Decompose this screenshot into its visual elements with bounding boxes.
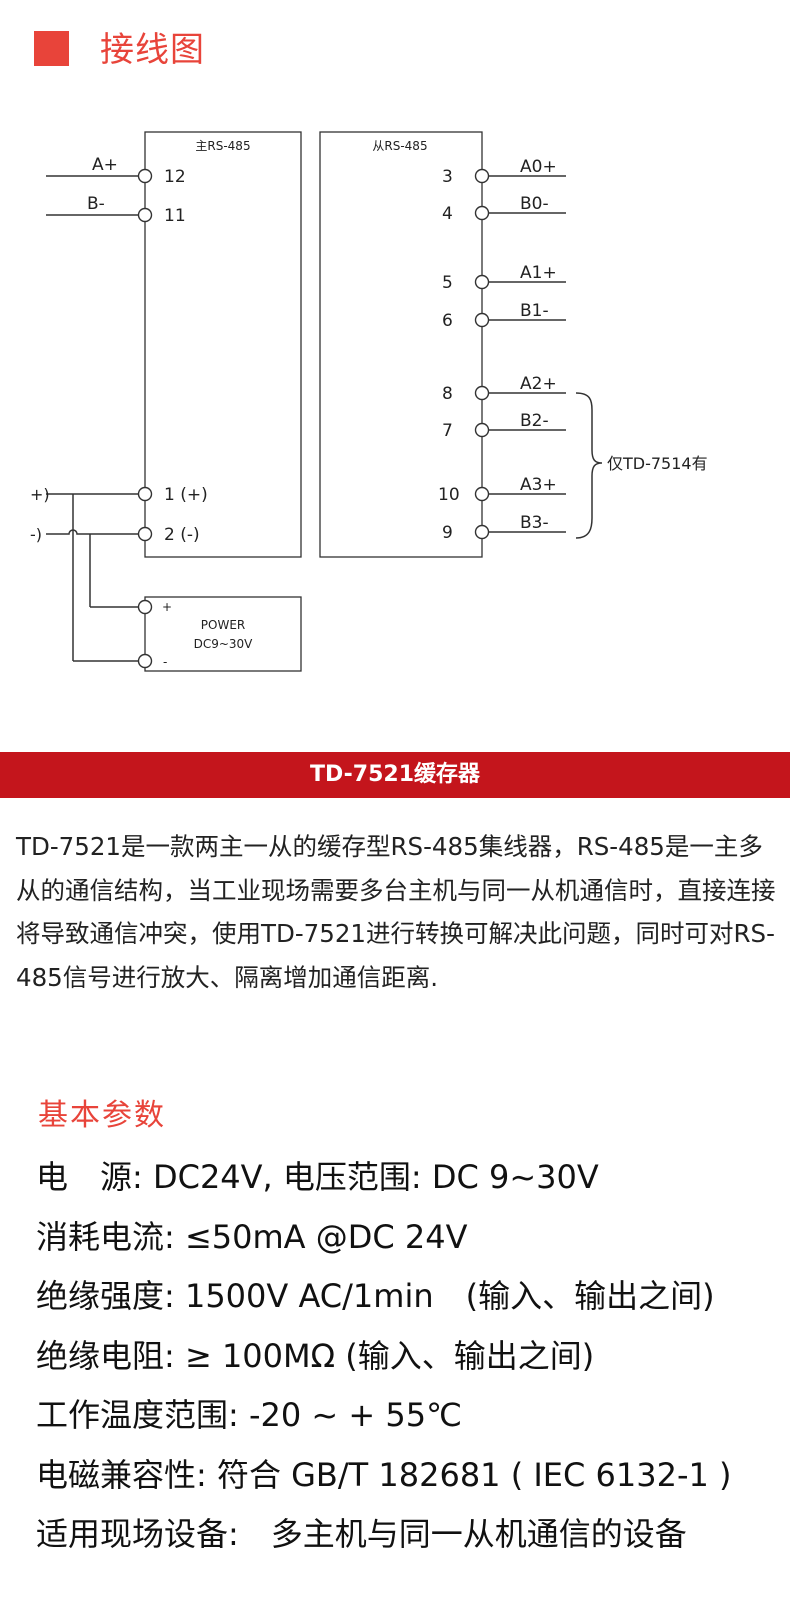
wiring-diagram: 主RS-485 从RS-485 A+ 12 B- 11 +) 1 (+) -) … (0, 110, 790, 710)
slave-line-label: B2- (520, 411, 549, 431)
product-description: TD-7521是一款两主一从的缓存型RS-485集线器，RS-485是一主多从的… (16, 832, 776, 992)
terminal-3 (474, 168, 490, 184)
terminal-2 (137, 526, 153, 542)
master-pin-label: 11 (164, 206, 186, 226)
param-item: 电磁兼容性: 符合 GB/T 182681 ( IEC 6132-1 ) (36, 1455, 732, 1494)
slave-pin-label: 3 (442, 167, 453, 187)
terminal-11 (137, 207, 153, 223)
slave-line-label: A2+ (520, 374, 557, 394)
left-line-label: +) (30, 485, 50, 504)
slave-terminals: 3 A0+ 4 B0- 5 A1+ 6 B1- 8 A2+ 7 B2- 10 (438, 157, 566, 543)
master-box-label: 主RS-485 (195, 139, 250, 153)
terminal-10 (474, 486, 490, 502)
power-terminal-minus (137, 653, 153, 669)
left-line-label: A+ (92, 155, 118, 175)
param-item: 绝缘电阻: ≥ 100MΩ (输入、输出之间) (36, 1336, 595, 1375)
param-item: 适用现场设备: 多主机与同一从机通信的设备 (36, 1515, 687, 1553)
slave-box (319, 131, 483, 558)
slave-pin-label: 5 (442, 273, 453, 293)
left-line-label: -) (30, 525, 42, 544)
slave-line-label: A3+ (520, 475, 557, 495)
section-header: 接线图 (0, 0, 790, 100)
params-title: 基本参数 (38, 1098, 166, 1133)
power-terminal-plus (137, 599, 153, 615)
section-title: 接线图 (100, 30, 205, 70)
power-label: POWER (201, 618, 245, 632)
master-pin-label: 12 (164, 167, 186, 187)
slave-line-label: B0- (520, 194, 549, 214)
param-item: 工作温度范围: -20 ~ + 55℃ (36, 1396, 463, 1434)
slave-box-label: 从RS-485 (372, 139, 427, 153)
product-banner: TD-7521缓存器 (0, 752, 790, 798)
slave-line-label: A1+ (520, 263, 557, 283)
brace-note: 仅TD-7514有 (607, 454, 708, 473)
slave-pin-label: 9 (442, 523, 453, 543)
param-item: 绝缘强度: 1500V AC/1min (输入、输出之间) (36, 1277, 715, 1315)
wiring-diagram-svg: 主RS-485 从RS-485 A+ 12 B- 11 +) 1 (+) -) … (30, 131, 708, 672)
terminal-1 (137, 486, 153, 502)
slave-line-label: A0+ (520, 157, 557, 177)
brace-icon (575, 392, 603, 539)
terminal-5 (474, 274, 490, 290)
master-box (144, 131, 302, 558)
header-square-icon (34, 31, 69, 66)
terminal-12 (137, 168, 153, 184)
slave-pin-label: 8 (442, 384, 453, 404)
params-list: 电 源: DC24V, 电压范围: DC 9~30V 消耗电流: ≤50mA @… (36, 1148, 786, 1565)
master-pin-label: 1 (+) (164, 485, 208, 505)
slave-pin-label: 6 (442, 311, 453, 331)
left-line-label: B- (87, 194, 105, 214)
terminal-4 (474, 205, 490, 221)
power-voltage-label: DC9~30V (194, 637, 254, 651)
power-minus-label: - (163, 655, 167, 669)
slave-line-label: B3- (520, 513, 549, 533)
slave-pin-label: 10 (438, 485, 460, 505)
power-box (144, 596, 302, 672)
terminal-6 (474, 312, 490, 328)
slave-pin-label: 4 (442, 204, 453, 224)
terminal-8 (474, 385, 490, 401)
param-item: 消耗电流: ≤50mA @DC 24V (36, 1217, 468, 1256)
master-pin-label: 2 (-) (164, 525, 200, 545)
terminal-9 (474, 524, 490, 540)
terminal-7 (474, 422, 490, 438)
param-item: 电 源: DC24V, 电压范围: DC 9~30V (36, 1158, 599, 1196)
slave-line-label: B1- (520, 301, 549, 321)
power-plus-label: + (162, 600, 172, 614)
slave-pin-label: 7 (442, 421, 453, 441)
